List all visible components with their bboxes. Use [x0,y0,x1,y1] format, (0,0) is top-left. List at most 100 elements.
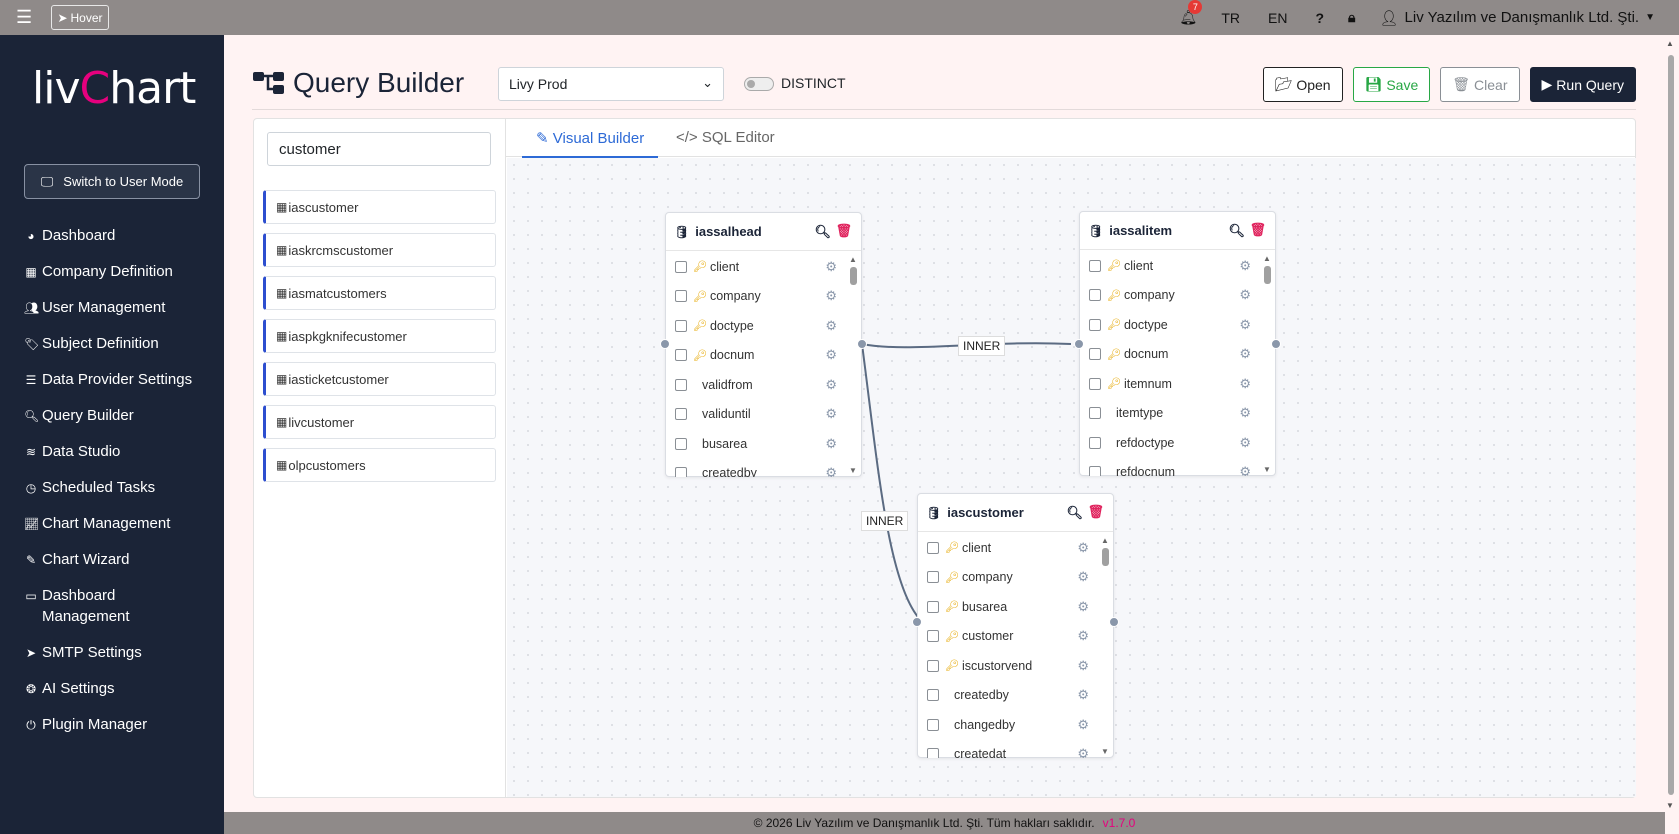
gear-icon[interactable]: ⚙ [1239,287,1251,303]
run-query-button[interactable]: ▶Run Query [1529,67,1636,102]
gear-icon[interactable]: ⚙ [825,317,837,333]
scroll-down-icon[interactable]: ▼ [1101,747,1109,756]
join-label[interactable]: INNER [861,511,909,531]
column-checkbox[interactable] [675,378,687,391]
gear-icon[interactable]: ⚙ [1239,346,1251,362]
gear-icon[interactable]: ⚙ [1077,687,1089,703]
scroll-thumb[interactable] [850,267,857,285]
scroll-up-icon[interactable]: ▲ [1666,39,1674,48]
sidebar-item-plugin-manager[interactable]: ⏻Plugin Manager [24,709,214,745]
app-logo[interactable]: livChart [32,63,196,114]
notifications-button[interactable]: 🔔︎ 7 [1179,0,1203,26]
gear-icon[interactable]: ⚙ [825,435,837,451]
column-scrollbar[interactable]: ▲▼ [1101,536,1110,756]
column-scrollbar[interactable]: ▲▼ [1263,254,1272,474]
sidebar-item-data-provider-settings[interactable]: ☰Data Provider Settings [24,364,214,400]
column-scrollbar[interactable]: ▲▼ [849,255,858,475]
gear-icon[interactable]: ⚙ [1077,746,1089,758]
sidebar-item-chart-management[interactable]: 📈︎Chart Management [24,508,214,544]
datasource-select[interactable]: Livy Prod ⌄ [498,67,724,101]
column-row[interactable]: 🔑︎company⚙ [918,563,1115,593]
search-icon[interactable]: 🔍︎ [1228,223,1245,238]
list-item[interactable]: ▦livcustomer [263,405,496,439]
column-checkbox[interactable] [1089,377,1101,390]
table-card-iassalitem[interactable]: 🛢︎ iassalitem 🔍︎ 🗑︎ 🔑︎client⚙ 🔑︎company⚙… [1079,211,1276,476]
column-checkbox[interactable] [1089,259,1101,272]
trash-icon[interactable]: 🗑︎ [1087,504,1104,519]
list-item[interactable]: ▦iasticketcustomer [263,362,496,396]
gear-icon[interactable]: ⚙ [825,376,837,392]
gear-icon[interactable]: ⚙ [825,258,837,274]
visual-canvas[interactable]: + − ⤧ 🛢︎ iassalhead 🔍︎ 🗑︎ 🔑︎client⚙ 🔑︎co… [507,158,1636,797]
scroll-down-icon[interactable]: ▼ [1666,801,1674,810]
column-row[interactable]: 🔑︎doctype⚙ [666,311,863,341]
open-button[interactable]: 📂︎Open [1262,67,1343,102]
column-row[interactable]: refdocnum⚙ [1080,458,1277,476]
sidebar-item-chart-wizard[interactable]: ✎Chart Wizard [24,544,214,580]
help-icon[interactable]: ? [1315,9,1325,26]
column-row[interactable]: validfrom⚙ [666,370,863,400]
connection-handle[interactable] [1109,617,1119,627]
column-row[interactable]: 🔑︎docnum⚙ [1080,340,1277,370]
column-checkbox[interactable] [927,718,939,731]
scroll-down-icon[interactable]: ▼ [849,466,857,475]
column-checkbox[interactable] [675,290,687,303]
connection-handle[interactable] [660,339,670,349]
column-row[interactable]: 🔑︎iscustorvend⚙ [918,651,1115,681]
scroll-thumb[interactable] [1668,55,1674,795]
column-checkbox[interactable] [927,541,939,554]
column-checkbox[interactable] [1089,466,1101,476]
user-menu[interactable]: 👤︎ Liv Yazılım ve Danışmanlık Ltd. Şti. … [1380,9,1656,27]
switch-to-user-mode-button[interactable]: 🖵 Switch to User Mode [24,164,200,199]
column-row[interactable]: validuntil⚙ [666,400,863,430]
table-search-input[interactable]: customer [267,132,491,166]
sidebar-item-dashboard-management[interactable]: ▭Dashboard Management [24,580,214,637]
column-row[interactable]: busarea⚙ [666,429,863,459]
list-item[interactable]: ▦iasmatcustomers [263,276,496,310]
column-row[interactable]: changedby⚙ [918,710,1115,740]
sidebar-item-smtp-settings[interactable]: ➤SMTP Settings [24,637,214,673]
sidebar-item-dashboard[interactable]: ◕Dashboard [24,220,214,256]
clear-button[interactable]: 🗑︎Clear [1440,67,1520,102]
lang-en-button[interactable]: EN [1268,9,1288,26]
sidebar-item-company-definition[interactable]: ▦Company Definition [24,256,214,292]
lang-tr-button[interactable]: TR [1221,9,1241,26]
column-row[interactable]: 🔑︎doctype⚙ [1080,310,1277,340]
lock-icon[interactable]: 🔒︎ [1348,9,1356,25]
scroll-down-icon[interactable]: ▼ [1263,465,1271,474]
connection-handle[interactable] [912,617,922,627]
gear-icon[interactable]: ⚙ [1077,657,1089,673]
join-label[interactable]: INNER [958,336,1006,356]
list-item[interactable]: ▦iaskrcmscustomer [263,233,496,267]
column-checkbox[interactable] [675,260,687,273]
gear-icon[interactable]: ⚙ [1239,464,1251,476]
connection-handle[interactable] [1271,339,1281,349]
table-card-iassalhead[interactable]: 🛢︎ iassalhead 🔍︎ 🗑︎ 🔑︎client⚙ 🔑︎company⚙… [665,212,862,477]
column-checkbox[interactable] [927,748,939,758]
column-checkbox[interactable] [1089,348,1101,361]
column-checkbox[interactable] [675,349,687,362]
gear-icon[interactable]: ⚙ [1239,375,1251,391]
sidebar-item-query-builder[interactable]: 🔍︎Query Builder [24,400,214,436]
column-checkbox[interactable] [927,571,939,584]
scroll-up-icon[interactable]: ▲ [1263,254,1271,263]
gear-icon[interactable]: ⚙ [1077,598,1089,614]
trash-icon[interactable]: 🗑︎ [835,223,852,238]
search-icon[interactable]: 🔍︎ [1066,505,1083,520]
gear-icon[interactable]: ⚙ [825,288,837,304]
column-checkbox[interactable] [1089,289,1101,302]
gear-icon[interactable]: ⚙ [1077,716,1089,732]
column-row[interactable]: 🔑︎client⚙ [666,252,863,282]
scroll-thumb[interactable] [1102,548,1109,566]
sidebar-item-user-management[interactable]: 👥︎User Management [24,292,214,328]
column-checkbox[interactable] [675,408,687,421]
column-row[interactable]: 🔑︎company⚙ [1080,281,1277,311]
list-item[interactable]: ▦iaspkgknifecustomer [263,319,496,353]
column-checkbox[interactable] [927,630,939,643]
column-checkbox[interactable] [927,600,939,613]
scroll-up-icon[interactable]: ▲ [849,255,857,264]
column-checkbox[interactable] [927,659,939,672]
gear-icon[interactable]: ⚙ [1239,257,1251,273]
hover-button[interactable]: ➤ Hover [51,5,109,30]
sidebar-item-ai-settings[interactable]: ❂AI Settings [24,673,214,709]
